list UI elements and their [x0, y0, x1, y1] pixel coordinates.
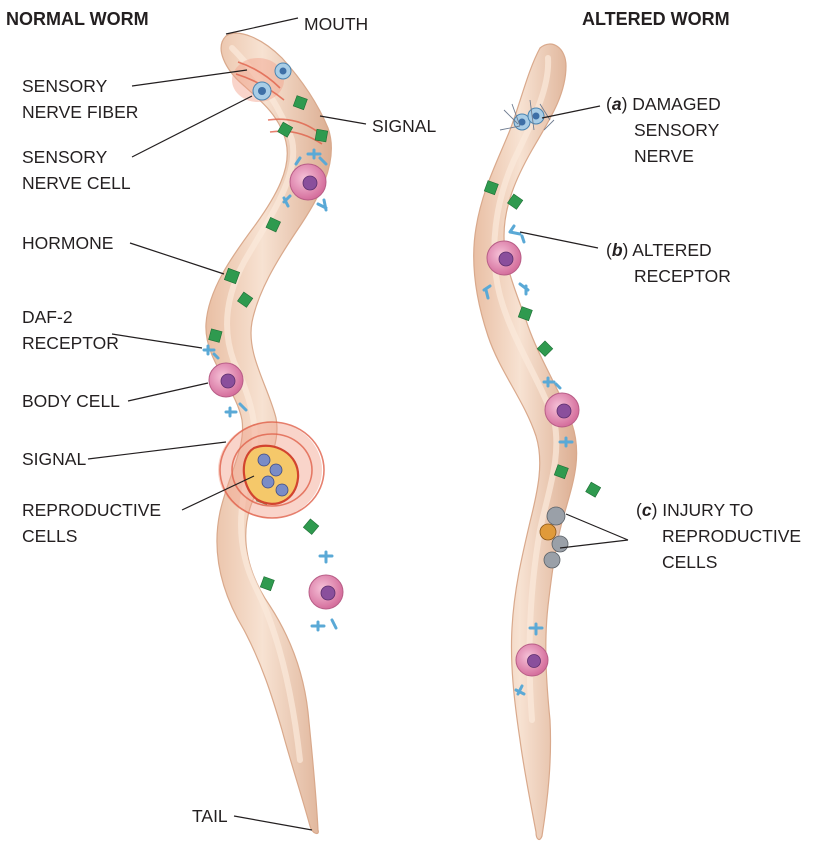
label-sensory-nerve-cell-line2: NERVE CELL — [22, 173, 131, 193]
label-reproductive-cells-line2: CELLS — [22, 526, 77, 546]
label-daf2-receptor-line2: RECEPTOR — [22, 333, 119, 353]
header-altered-worm: ALTERED WORM — [582, 9, 730, 29]
label-altered-receptor-line1: (b) ALTERED — [606, 240, 712, 260]
header-normal-worm: NORMAL WORM — [6, 9, 149, 29]
label-signal-mid: SIGNAL — [22, 449, 86, 469]
label-sensory-nerve-fiber-line1: SENSORY — [22, 76, 108, 96]
reproductive-cell — [262, 476, 274, 488]
hormone-icon — [586, 482, 601, 497]
injured-reproductive-cell — [544, 552, 560, 568]
label-hormone: HORMONE — [22, 233, 113, 253]
label-injury-reproductive-line1: (c) INJURY TO — [636, 500, 753, 520]
label-damaged-sensory-nerve-line1: (a) DAMAGED — [606, 94, 721, 114]
injured-reproductive-cell — [552, 536, 568, 552]
label-reproductive-cells-line1: REPRODUCTIVE — [22, 500, 161, 520]
reproductive-cell — [276, 484, 288, 496]
label-injury-reproductive-line2: REPRODUCTIVE — [662, 526, 801, 546]
label-injury-reproductive-line3: CELLS — [662, 552, 717, 572]
hormone-icon — [315, 129, 328, 142]
label-daf2-receptor-line1: DAF-2 — [22, 307, 73, 327]
hormone-icon — [209, 329, 222, 342]
label-signal-top: SIGNAL — [372, 116, 436, 136]
receptor-icon — [312, 620, 336, 630]
label-body-cell: BODY CELL — [22, 391, 120, 411]
hormone-icon — [260, 577, 274, 591]
label-sensory-nerve-cell-line1: SENSORY — [22, 147, 108, 167]
label-damaged-sensory-nerve-line3: NERVE — [634, 146, 694, 166]
reproductive-cell — [270, 464, 282, 476]
receptor-icon — [320, 552, 332, 562]
altered-worm — [474, 44, 601, 839]
label-mouth: MOUTH — [304, 14, 368, 34]
hormone-icon — [303, 519, 318, 534]
normal-worm-labels: MOUTH SENSORY NERVE FIBER SENSORY NERVE … — [22, 14, 436, 830]
label-damaged-sensory-nerve-line2: SENSORY — [634, 120, 720, 140]
reproductive-cell — [258, 454, 270, 466]
injured-reproductive-cell — [547, 507, 565, 525]
receptor-icon — [318, 200, 326, 210]
label-sensory-nerve-fiber-line2: NERVE FIBER — [22, 102, 138, 122]
normal-worm — [204, 33, 343, 833]
injured-reproductive-cell — [540, 524, 556, 540]
altered-receptor-icon — [520, 284, 528, 294]
label-altered-receptor-line2: RECEPTOR — [634, 266, 731, 286]
label-tail: TAIL — [192, 806, 228, 826]
altered-receptor-icon — [510, 226, 524, 242]
reproductive-organ — [244, 446, 298, 504]
